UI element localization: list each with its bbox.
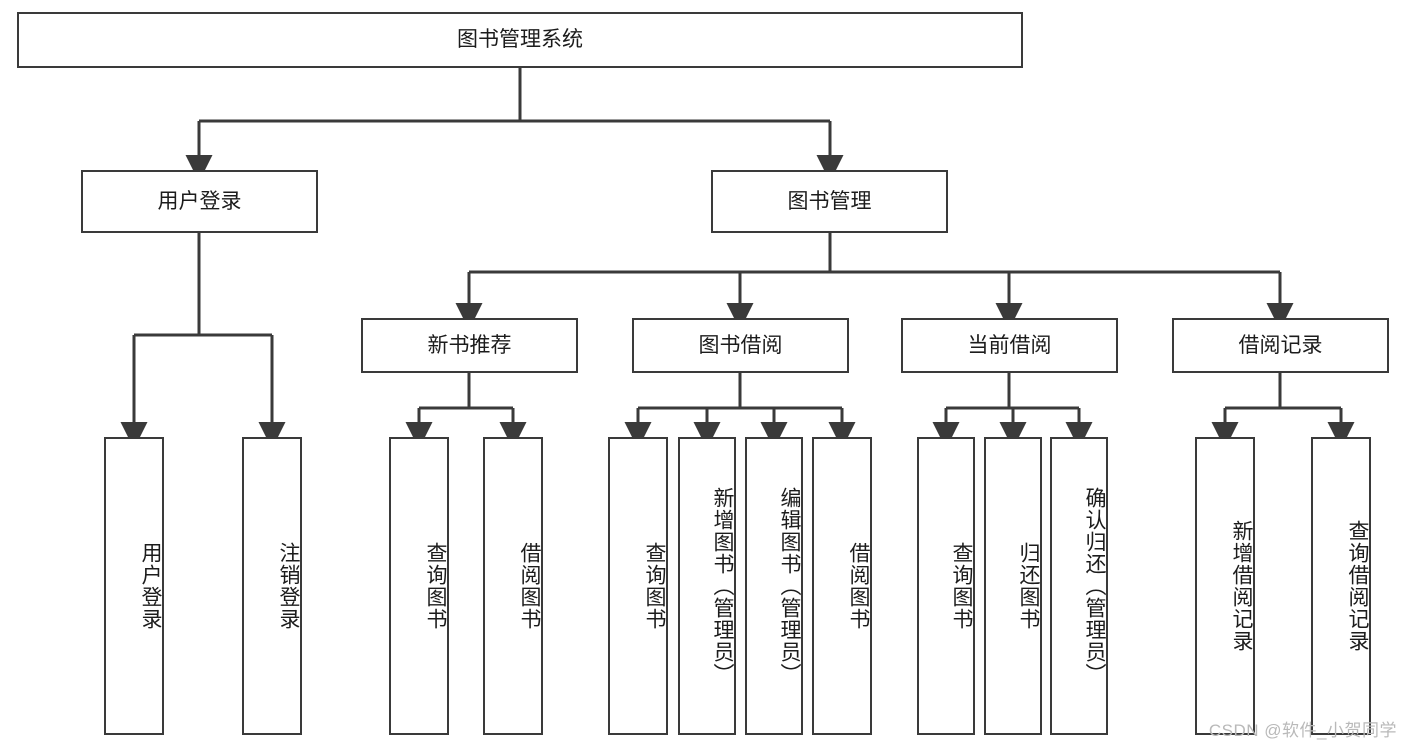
leaf-query-book-recommend[interactable]: 查询图书: [389, 437, 449, 735]
node-borrow-record-label: 借阅记录: [1238, 333, 1323, 357]
node-book-borrow-label: 图书借阅: [698, 333, 783, 357]
leaf-label: 新增图书（管理员）: [711, 487, 734, 685]
leaf-label: 注销登录: [277, 542, 300, 630]
leaf-logout[interactable]: 注销登录: [242, 437, 302, 735]
leaf-label: 归还图书: [1017, 542, 1040, 630]
node-book-management[interactable]: 图书管理: [711, 170, 948, 233]
node-user-login[interactable]: 用户登录: [81, 170, 318, 233]
leaf-add-borrow-record[interactable]: 新增借阅记录: [1195, 437, 1255, 735]
leaf-label: 用户登录: [139, 542, 162, 630]
leaf-confirm-return-admin[interactable]: 确认归还（管理员）: [1050, 437, 1108, 735]
node-new-book-recommend-label: 新书推荐: [427, 333, 512, 357]
leaf-edit-book-admin[interactable]: 编辑图书（管理员）: [745, 437, 803, 735]
leaf-label: 查询图书: [424, 542, 447, 630]
leaf-label: 确认归还（管理员）: [1083, 487, 1106, 685]
leaf-query-book-borrow[interactable]: 查询图书: [608, 437, 668, 735]
leaf-label: 查询图书: [950, 542, 973, 630]
leaf-borrow-book[interactable]: 借阅图书: [812, 437, 872, 735]
node-new-book-recommend[interactable]: 新书推荐: [361, 318, 578, 373]
leaf-borrow-book-recommend[interactable]: 借阅图书: [483, 437, 543, 735]
leaf-label: 查询借阅记录: [1346, 520, 1369, 652]
leaf-label: 新增借阅记录: [1230, 520, 1253, 652]
node-root[interactable]: 图书管理系统: [17, 12, 1023, 68]
leaf-return-book[interactable]: 归还图书: [984, 437, 1042, 735]
leaf-label: 查询图书: [643, 542, 666, 630]
leaf-add-book-admin[interactable]: 新增图书（管理员）: [678, 437, 736, 735]
leaf-label: 借阅图书: [518, 542, 541, 630]
leaf-query-borrow-record[interactable]: 查询借阅记录: [1311, 437, 1371, 735]
leaf-label: 借阅图书: [847, 542, 870, 630]
node-current-borrow-label: 当前借阅: [967, 333, 1052, 357]
leaf-query-book-current[interactable]: 查询图书: [917, 437, 975, 735]
leaf-label: 编辑图书（管理员）: [778, 487, 801, 685]
node-root-label: 图书管理系统: [457, 28, 583, 52]
leaf-user-login[interactable]: 用户登录: [104, 437, 164, 735]
node-book-borrow[interactable]: 图书借阅: [632, 318, 849, 373]
node-borrow-record[interactable]: 借阅记录: [1172, 318, 1389, 373]
node-book-management-label: 图书管理: [787, 189, 872, 213]
node-current-borrow[interactable]: 当前借阅: [901, 318, 1118, 373]
node-user-login-label: 用户登录: [157, 189, 242, 213]
